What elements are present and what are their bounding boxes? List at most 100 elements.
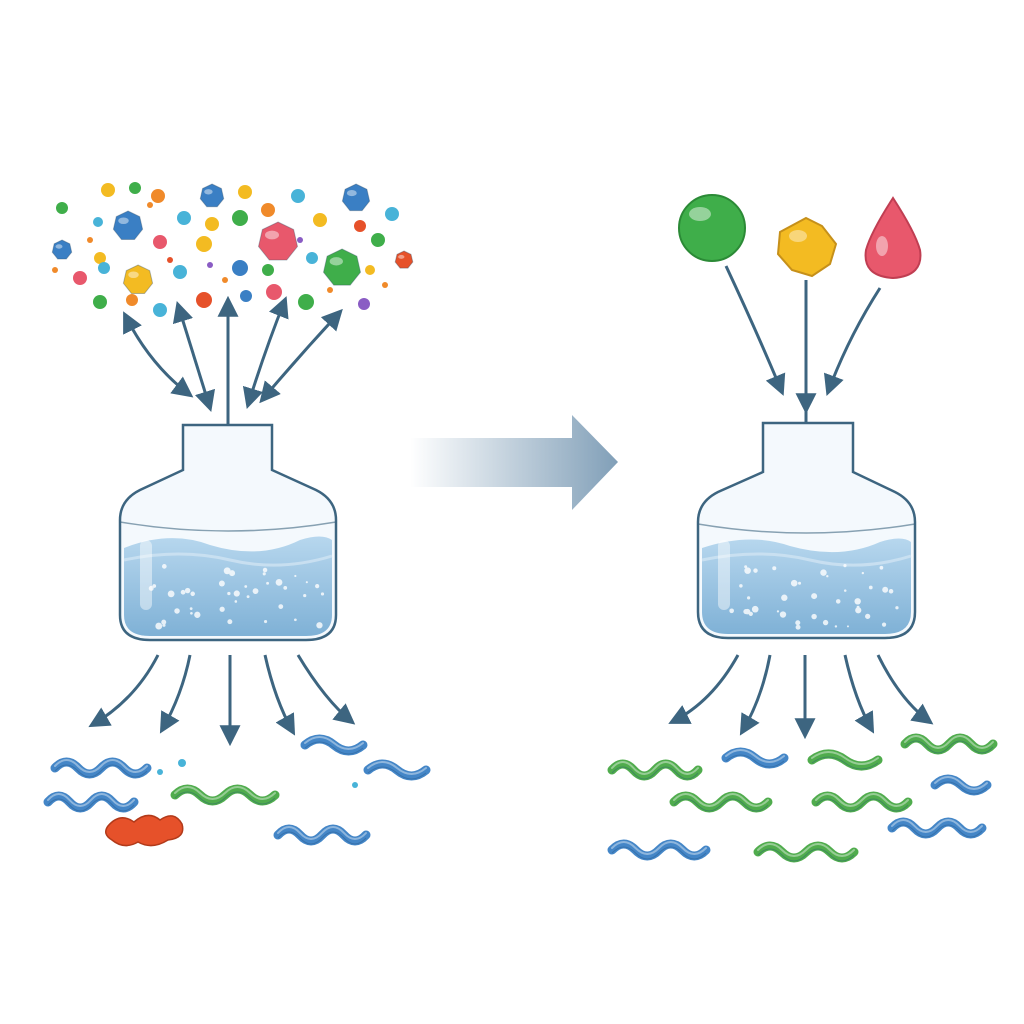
- particle-icon: [147, 202, 153, 208]
- particle-icon: [153, 235, 167, 249]
- strand-icon: [887, 817, 987, 839]
- output-arrows-before: [88, 654, 356, 747]
- bubble: [772, 566, 777, 571]
- bubble: [811, 613, 817, 620]
- particle-icon: [52, 267, 58, 273]
- output-strands-before: [43, 734, 431, 847]
- output-arrow: [296, 654, 356, 725]
- bubble: [820, 569, 827, 576]
- strand-icon: [753, 841, 859, 863]
- bubble: [223, 567, 231, 575]
- bubble: [278, 604, 284, 610]
- particle-icon: [232, 210, 248, 226]
- bubble: [798, 581, 802, 585]
- bubble: [747, 596, 751, 600]
- bubble: [811, 593, 818, 600]
- bubble: [834, 625, 838, 628]
- particle-icon: [382, 282, 388, 288]
- bubble: [190, 611, 193, 615]
- bubble: [776, 610, 780, 613]
- bubble: [739, 584, 743, 588]
- bubble: [283, 585, 288, 590]
- particle-icon: [196, 236, 212, 252]
- output-arrow: [159, 654, 192, 734]
- particle-highlight: [346, 190, 357, 197]
- bubble: [868, 585, 873, 590]
- bubble: [795, 620, 801, 626]
- particle-icon: [205, 217, 219, 231]
- particle-icon: [56, 202, 68, 214]
- particle-icon: [126, 294, 138, 306]
- strand-icon: [170, 784, 280, 806]
- particle-cloud: [51, 182, 414, 317]
- particle-icon: [222, 277, 228, 283]
- bubble: [320, 592, 325, 596]
- strand-icon: [607, 759, 703, 781]
- bubble: [316, 622, 323, 629]
- particle-icon: [51, 239, 73, 260]
- strand-icon: [811, 791, 913, 813]
- particle-icon: [167, 257, 173, 263]
- particle-icon: [298, 294, 314, 310]
- panel-after: [607, 194, 998, 863]
- bubble: [180, 589, 186, 595]
- particle-icon: [177, 211, 191, 225]
- particle-icon: [371, 233, 385, 247]
- particle-icon: [93, 217, 103, 227]
- particle-icon: [232, 260, 248, 276]
- particle-icon: [354, 220, 366, 232]
- bubble: [152, 584, 157, 588]
- bubble: [148, 585, 154, 591]
- bubble: [266, 581, 270, 585]
- strand-icon: [607, 839, 711, 861]
- bubble: [246, 595, 250, 599]
- particle-icon: [394, 250, 414, 269]
- bubble: [744, 567, 751, 574]
- bubble: [184, 587, 191, 594]
- bubble: [252, 588, 259, 595]
- bubble: [779, 611, 787, 618]
- bubble: [194, 611, 201, 618]
- hexagon-icon: [776, 216, 838, 278]
- particle-icon: [178, 759, 186, 767]
- output-arrow: [876, 654, 934, 725]
- bubble: [189, 607, 193, 611]
- bubble: [748, 611, 753, 616]
- particle-icon: [257, 221, 299, 261]
- bubble: [753, 568, 758, 573]
- strand-icon: [273, 824, 371, 846]
- bubbles: [148, 564, 325, 630]
- bubble: [743, 608, 749, 615]
- bubble: [190, 591, 195, 597]
- particle-icon: [129, 182, 141, 194]
- bidirectional-arrow: [172, 300, 216, 413]
- strand-icon: [900, 733, 998, 755]
- particle-icon: [112, 210, 144, 240]
- bubble: [865, 613, 871, 619]
- bubble: [161, 564, 167, 569]
- output-arrow: [263, 654, 296, 736]
- bubble: [305, 581, 308, 584]
- bubble: [174, 608, 180, 614]
- bidirectional-arrow: [259, 308, 343, 404]
- particle-icon: [262, 264, 274, 276]
- bubble: [303, 594, 307, 598]
- transition-arrow-icon: [410, 415, 618, 510]
- strand-icon: [363, 759, 431, 781]
- particle-highlight: [55, 244, 63, 249]
- bubble: [843, 564, 847, 568]
- output-strands-after: [607, 733, 998, 863]
- bubble: [854, 598, 861, 605]
- particle-icon: [153, 303, 167, 317]
- particle-icon: [240, 290, 252, 302]
- particle-icon: [73, 271, 87, 285]
- particle-icon: [266, 284, 282, 300]
- output-arrow: [739, 654, 772, 736]
- input-arrow: [823, 287, 882, 396]
- bubble: [822, 619, 829, 626]
- bubble: [843, 589, 847, 592]
- bubble: [263, 619, 268, 624]
- bubble: [218, 580, 225, 587]
- bubble: [161, 619, 167, 625]
- sphere-icon: [678, 194, 746, 262]
